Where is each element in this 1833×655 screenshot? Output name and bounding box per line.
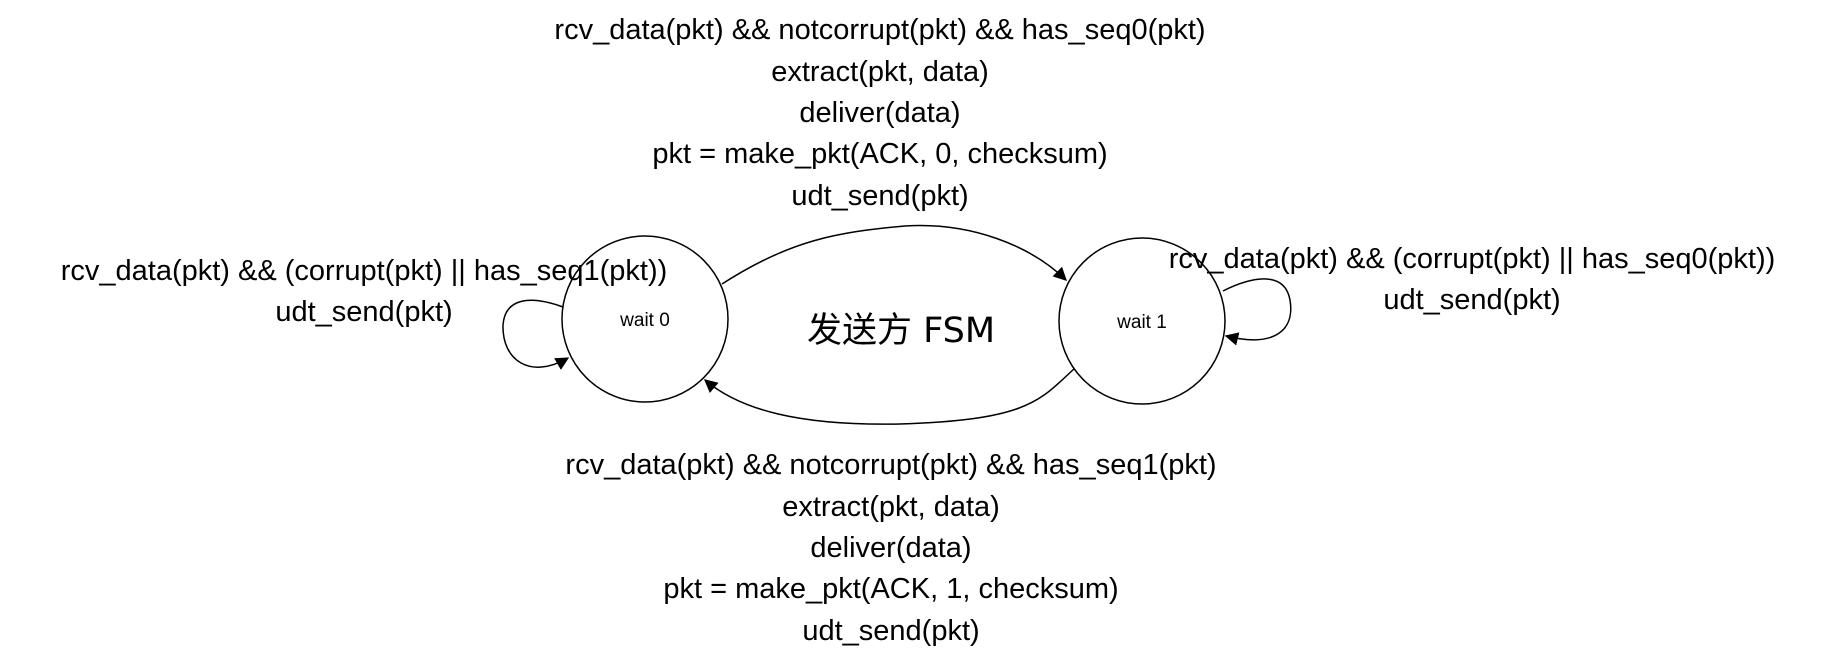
edge-wait1-self-loop <box>1222 278 1292 346</box>
label-line: rcv_data(pkt) && notcorrupt(pkt) && has_… <box>554 14 1205 46</box>
label-line: udt_send(pkt) <box>1383 284 1560 316</box>
state-wait0 <box>561 235 729 403</box>
label-line: rcv_data(pkt) && notcorrupt(pkt) && has_… <box>565 449 1216 481</box>
label-line: udt_send(pkt) <box>802 615 979 647</box>
diagram-title: 发送方 FSM <box>807 311 995 351</box>
label-line: udt_send(pkt) <box>791 180 968 212</box>
label-wait0-to-wait1: rcv_data(pkt) && notcorrupt(pkt) && has_… <box>554 14 1205 212</box>
state-wait0-label: wait 0 <box>619 310 670 331</box>
label-wait1-to-wait0: rcv_data(pkt) && notcorrupt(pkt) && has_… <box>565 449 1216 647</box>
label-line: udt_send(pkt) <box>275 296 452 328</box>
label-wait0-self-loop: rcv_data(pkt) && (corrupt(pkt) || has_se… <box>61 255 668 328</box>
label-line: deliver(data) <box>799 97 960 129</box>
label-line: rcv_data(pkt) && (corrupt(pkt) || has_se… <box>61 255 668 287</box>
label-line: pkt = make_pkt(ACK, 0, checksum) <box>652 138 1107 170</box>
label-line: extract(pkt, data) <box>771 56 989 88</box>
label-wait1-self-loop: rcv_data(pkt) && (corrupt(pkt) || has_se… <box>1169 243 1776 316</box>
state-wait1 <box>1058 237 1226 405</box>
edge-wait0-to-wait1 <box>721 224 1067 285</box>
state-wait1-label: wait 1 <box>1116 312 1167 333</box>
label-line: extract(pkt, data) <box>782 491 1000 523</box>
label-line: rcv_data(pkt) && (corrupt(pkt) || has_se… <box>1169 243 1776 275</box>
label-line: pkt = make_pkt(ACK, 1, checksum) <box>663 573 1118 605</box>
label-line: deliver(data) <box>810 532 971 564</box>
edge-wait1-to-wait0 <box>703 367 1076 425</box>
edge-wait0-self-loop <box>502 299 570 370</box>
